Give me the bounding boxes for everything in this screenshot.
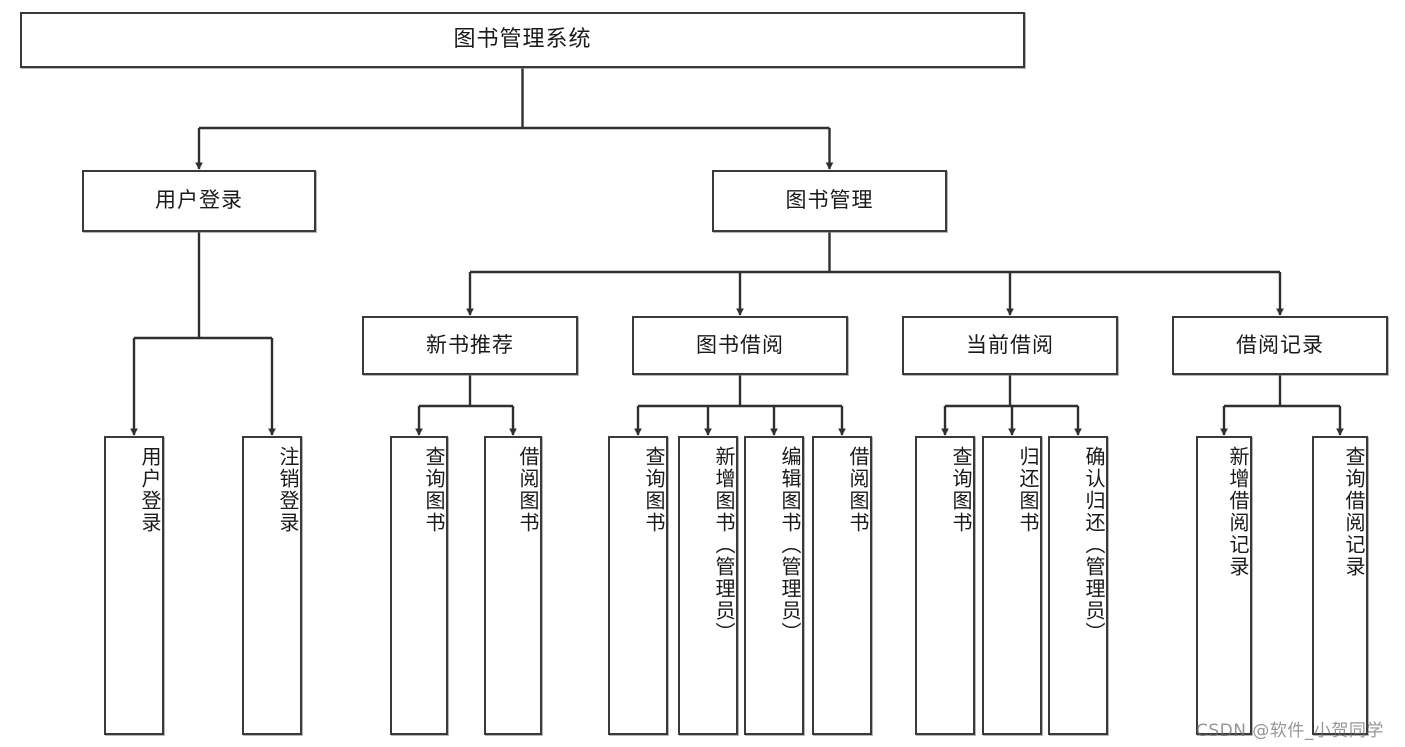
node-用户登录-level2-0[interactable]: 用户登录	[82, 170, 316, 232]
node-查询图书-leaf-2[interactable]: 查询图书	[390, 436, 448, 735]
node-label: 归还图书	[1016, 446, 1040, 534]
node-注销登录-leaf-1[interactable]: 注销登录	[242, 436, 302, 735]
node-查询图书-leaf-4[interactable]: 查询图书	[608, 436, 668, 735]
node-查询图书-leaf-8[interactable]: 查询图书	[915, 436, 975, 735]
node-图书管理-level2-1[interactable]: 图书管理	[712, 170, 947, 232]
node-编辑图书管理员-leaf-6[interactable]: 编辑图书（管理员）	[744, 436, 804, 735]
node-归还图书-leaf-9[interactable]: 归还图书	[982, 436, 1042, 735]
node-图书管理系统-root[interactable]: 图书管理系统	[20, 12, 1025, 68]
node-label: 新书推荐	[426, 332, 514, 357]
node-label: 查询图书	[642, 446, 666, 534]
node-借阅记录-level3-3[interactable]: 借阅记录	[1172, 316, 1388, 375]
node-当前借阅-level3-2[interactable]: 当前借阅	[902, 316, 1118, 375]
node-label: 查询图书	[422, 446, 446, 534]
node-label: 查询图书	[949, 446, 973, 534]
node-label: 用户登录	[155, 188, 243, 213]
node-用户登录-leaf-0[interactable]: 用户登录	[104, 436, 164, 735]
node-label: 图书管理系统	[453, 26, 592, 52]
node-借阅图书-leaf-3[interactable]: 借阅图书	[484, 436, 542, 735]
node-借阅图书-leaf-7[interactable]: 借阅图书	[812, 436, 872, 735]
node-查询借阅记录-leaf-12[interactable]: 查询借阅记录	[1312, 436, 1368, 735]
node-label: 借阅图书	[516, 446, 540, 534]
node-label: 图书管理	[785, 188, 874, 213]
node-新增图书管理员-leaf-5[interactable]: 新增图书（管理员）	[678, 436, 738, 735]
node-label: 图书借阅	[696, 332, 784, 357]
node-新增借阅记录-leaf-11[interactable]: 新增借阅记录	[1196, 436, 1252, 735]
node-label: 借阅记录	[1236, 332, 1324, 357]
node-label: 确认归还（管理员）	[1082, 446, 1106, 644]
node-图书借阅-level3-1[interactable]: 图书借阅	[632, 316, 848, 375]
node-label: 当前借阅	[966, 332, 1054, 357]
node-label: 注销登录	[276, 446, 300, 534]
node-label: 新增借阅记录	[1226, 446, 1250, 578]
node-label: 新增图书（管理员）	[712, 446, 736, 644]
node-label: 查询借阅记录	[1342, 446, 1366, 578]
watermark: CSDN @软件_小贺同学	[1196, 721, 1384, 741]
node-label: 借阅图书	[846, 446, 870, 534]
node-新书推荐-level3-0[interactable]: 新书推荐	[362, 316, 578, 375]
node-label: 用户登录	[138, 446, 162, 534]
node-label: 编辑图书（管理员）	[778, 446, 802, 644]
node-确认归还管理员-leaf-10[interactable]: 确认归还（管理员）	[1048, 436, 1108, 735]
